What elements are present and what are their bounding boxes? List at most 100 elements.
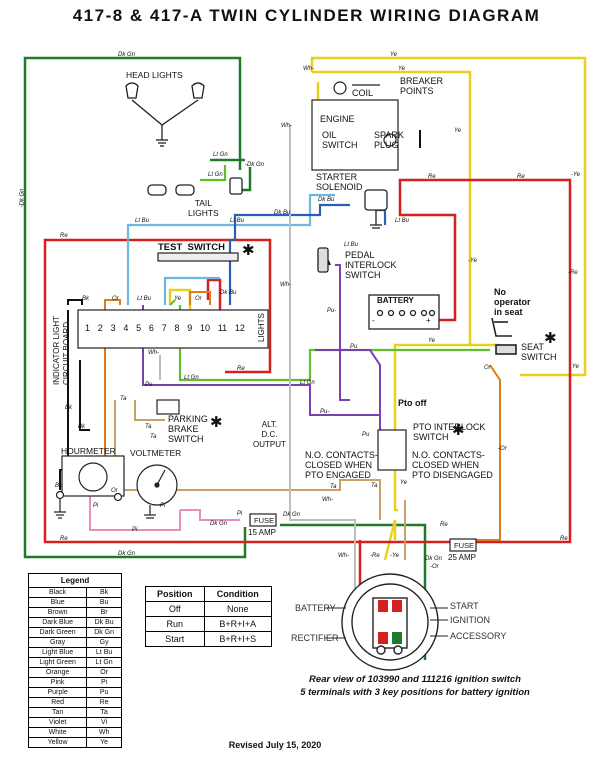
legend-code: Or	[86, 667, 122, 678]
terminal-3: 3	[110, 323, 116, 333]
diagram-title: 417-8 & 417-A TWIN CYLINDER WIRING DIAGR…	[72, 6, 541, 25]
spark-plug-label: SPARK PLUG	[374, 130, 404, 150]
engine-label: ENGINE	[320, 114, 355, 124]
wire-label-re-right: Re	[517, 174, 525, 180]
alt-output-label: ALT. D.C. OUTPUT	[253, 420, 286, 449]
wire-label-ye-battery: Ye	[428, 338, 436, 344]
wire-label-pi-vm: Pi	[160, 503, 166, 509]
wire-label-re-bottom: Re	[60, 536, 68, 542]
pedal-interlock-symbol	[317, 247, 329, 273]
wire-label-re-fuse: Re	[440, 522, 448, 528]
legend-code: Bk	[86, 587, 122, 598]
wire-label-ta-bottom: Ta	[330, 484, 337, 490]
wire-purple	[142, 264, 381, 440]
wire-label-lt-bu: Lt Bu	[135, 218, 150, 224]
parking-brake-symbol	[156, 399, 180, 415]
ignition-switch-symbol	[325, 573, 448, 671]
legend-code: Dk Bu	[86, 617, 122, 628]
wire-label-wh-bottom: Wh-	[322, 497, 333, 503]
position-header: Position	[145, 586, 205, 602]
indicator-board-label: INDICATOR LIGHT CIRCUIT BOARD	[52, 315, 71, 385]
legend-color: Gray	[27, 637, 88, 648]
tail-lights-symbol	[147, 177, 243, 196]
wire-label-re-switch: -Re	[370, 553, 380, 559]
seat-switch-star: ✱	[544, 330, 557, 347]
legend-code: Re	[86, 697, 122, 708]
wire-label-ye-switch: -Ye	[390, 553, 400, 559]
terminal-1: 1	[85, 323, 91, 333]
battery-terminal-label: BATTERY	[295, 603, 336, 613]
terminal-4: 4	[123, 323, 129, 333]
wire-label-ye-right: -Ye	[571, 172, 581, 178]
legend-code: Ta	[86, 707, 122, 718]
wire-label-lt-gn-board: Lt Gn	[300, 380, 315, 386]
wire-label-wh-board: Wh-	[148, 350, 159, 356]
position-cell: Run	[145, 616, 205, 632]
coil-label: COIL	[352, 88, 374, 98]
condition-cell: B+R+I+A	[203, 616, 273, 632]
legend-code: Vi	[86, 717, 122, 728]
legend-color: Blue	[27, 597, 88, 608]
wire-label-dk-gn-switch: Dk Gn	[425, 556, 443, 562]
wire-label-re-far-right: -Re	[568, 270, 578, 276]
wire-label-dk-gn-bottom: Dk Gn	[118, 551, 136, 557]
legend-color: White	[27, 727, 88, 738]
wire-label-ye-seat: Ye	[572, 364, 580, 370]
legend-code: Gy	[86, 637, 122, 648]
wire-label-lt-bu-pedal: Lt Bu	[344, 242, 359, 248]
pto-interlock-star: ✱	[452, 422, 465, 439]
wire-label-re-left: Re	[60, 233, 68, 239]
wire-label-or-right: -Or	[498, 446, 507, 452]
wire-label-lt-bu-sol: Lt Bu	[395, 218, 410, 224]
terminal-6: 6	[148, 323, 154, 333]
position-cell: Off	[145, 601, 205, 617]
wire-label-ye-mid: -Ye	[468, 258, 478, 264]
test-switch-symbol	[157, 252, 239, 262]
wire-label-or-2: Or	[195, 296, 202, 302]
pto-interlock-label: PTO INTERLOCK SWITCH	[413, 422, 486, 442]
pto-off-label: Pto off	[398, 398, 427, 408]
wire-label-pu-pto: Pu-	[320, 409, 330, 415]
fuse-25-label: FUSE	[454, 541, 475, 550]
fuse-15-label: FUSE	[254, 516, 275, 525]
wire-label-ye-pto: Ye	[400, 480, 408, 486]
position-cell: Start	[145, 631, 205, 647]
ignition-terminal-label: IGNITION	[450, 615, 490, 625]
legend-code: Ye	[86, 737, 122, 748]
pto-interlock-symbol	[377, 429, 407, 471]
breaker-points-label: BREAKER POINTS	[400, 76, 444, 96]
test-switch-label: TEST SWITCH	[158, 242, 226, 253]
terminal-5: 5	[136, 323, 142, 333]
hourmeter-label: HOURMETER	[61, 446, 116, 456]
wire-label-wh-switch: Wh-	[338, 553, 349, 559]
wire-label-re-top: Re	[428, 174, 436, 180]
battery-label: BATTERY	[377, 296, 414, 305]
head-lights-label: HEAD LIGHTS	[126, 70, 183, 80]
test-switch-star: ✱	[242, 242, 255, 259]
wire-label-or-switch: -Or	[430, 564, 439, 570]
voltmeter-label: VOLTMETER	[130, 448, 182, 458]
wire-label-pu-pedal: Pu-	[327, 308, 337, 314]
wire-label-wh-top: Wh-	[303, 66, 314, 72]
legend-color: Dark Green	[27, 627, 88, 638]
wire-label-ta-pb: Ta	[145, 424, 152, 430]
no-contacts-engaged-label: N.O. CONTACTS- CLOSED WHEN PTO ENGAGED	[305, 450, 378, 480]
indicator-board-symbol	[77, 309, 269, 349]
legend-color: Light Blue	[27, 647, 88, 658]
